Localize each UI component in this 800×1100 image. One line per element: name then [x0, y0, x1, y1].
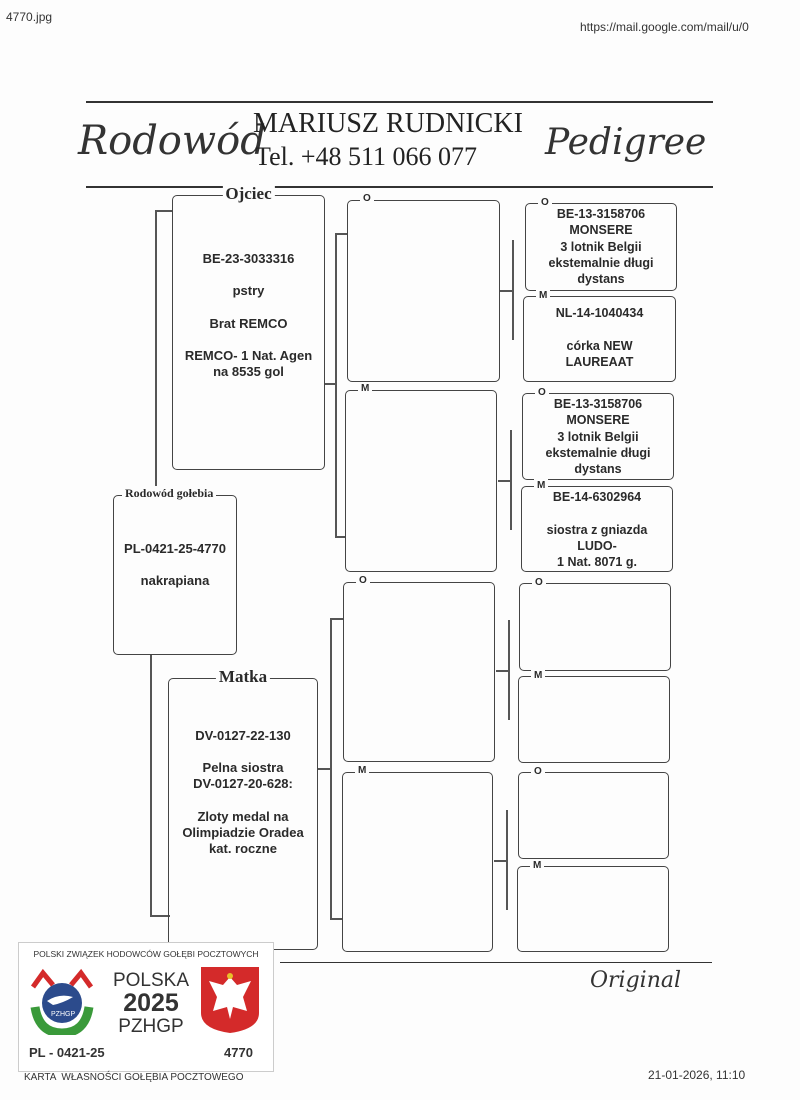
divider	[280, 962, 712, 963]
subject-text: PL-0421-25-4770 nakrapiana	[124, 540, 226, 589]
pzhgp-emblem: PZHGP	[29, 967, 95, 1038]
card-org: POLSKI ZWIĄZEK HODOWCÓW GOŁĘBI POCZTOWYC…	[33, 949, 259, 959]
father-label: Ojciec	[222, 183, 275, 205]
gen3-box-8: M	[517, 859, 669, 952]
gen3-label: O	[532, 576, 546, 589]
rodowod-logo: Rodowód	[78, 118, 266, 164]
mother-box: Matka DV-0127-22-130 Pelna siostra DV-01…	[168, 666, 318, 950]
pedigree-logo: Pedigree	[545, 122, 707, 163]
gen3-label: M	[531, 669, 546, 682]
subject-box: Rodowód gołebia PL-0421-25-4770 nakrapia…	[113, 486, 237, 655]
card-country: POLSKA	[112, 970, 190, 991]
gen3-label: O	[531, 765, 545, 778]
gen2-label: O	[356, 575, 370, 588]
gen3-label: M	[530, 859, 545, 872]
gen3-label: M	[536, 289, 551, 302]
gen2-label: M	[355, 765, 370, 778]
gen3-text: NL-14-1040434 córka NEW LAUREAAT	[555, 306, 644, 369]
card-footer: KARTA WŁASNOŚCI GOŁĘBIA POCZTOWEGO	[24, 1072, 244, 1083]
gen3-label: M	[534, 479, 549, 492]
gen3-box-5: O	[519, 576, 671, 671]
card-year: 2025	[123, 989, 179, 1017]
emblem-text: PZHGP	[51, 1011, 76, 1018]
gen3-box-2: M NL-14-1040434 córka NEW LAUREAAT	[523, 289, 676, 382]
gen3-box-7: O	[518, 765, 669, 859]
original-mark: Original	[590, 968, 682, 993]
breeder-phone: Tel. +48 511 066 077	[255, 142, 478, 171]
gen2-label: O	[360, 193, 374, 206]
gen3-box-6: M	[518, 669, 670, 763]
gen3-text: BE-13-3158706 MONSERE 3 lotnik Belgii ek…	[545, 397, 651, 476]
father-box: Ojciec BE-23-3033316 pstry Brat REMCO RE…	[172, 183, 325, 470]
card-number: 4770	[224, 1045, 253, 1060]
subject-label: Rodowód gołebia	[122, 486, 217, 501]
card-ring: PL - 0421-25	[29, 1045, 105, 1060]
breeder-name: MARIUSZ RUDNICKI	[253, 108, 523, 139]
father-text: BE-23-3033316 pstry Brat REMCO REMCO- 1 …	[184, 250, 313, 380]
gen2-box-2: M	[345, 383, 497, 572]
mother-text: DV-0127-22-130 Pelna siostra DV-0127-20-…	[182, 727, 304, 857]
mother-label: Matka	[215, 666, 271, 688]
polish-eagle-icon	[201, 967, 259, 1033]
ownership-card: POLSKI ZWIĄZEK HODOWCÓW GOŁĘBI POCZTOWYC…	[18, 942, 274, 1072]
divider	[86, 186, 713, 188]
gen2-box-3: O	[343, 575, 495, 762]
gen2-box-1: O	[347, 193, 500, 382]
card-pzhgp: PZHGP	[118, 1016, 184, 1037]
url: https://mail.google.com/mail/u/0	[580, 20, 749, 34]
footer-timestamp: 21-01-2026, 11:10	[648, 1068, 746, 1082]
gen3-label: O	[538, 196, 552, 209]
gen3-text: BE-14-6302964 siostra z gniazda LUDO- 1 …	[546, 490, 648, 569]
gen3-label: O	[535, 386, 549, 399]
divider	[86, 101, 713, 103]
file-name: 4770.jpg	[6, 10, 53, 24]
gen3-text: BE-13-3158706 MONSERE 3 lotnik Belgii ek…	[548, 207, 654, 286]
gen2-box-4: M	[342, 765, 493, 952]
gen2-label: M	[358, 383, 373, 396]
